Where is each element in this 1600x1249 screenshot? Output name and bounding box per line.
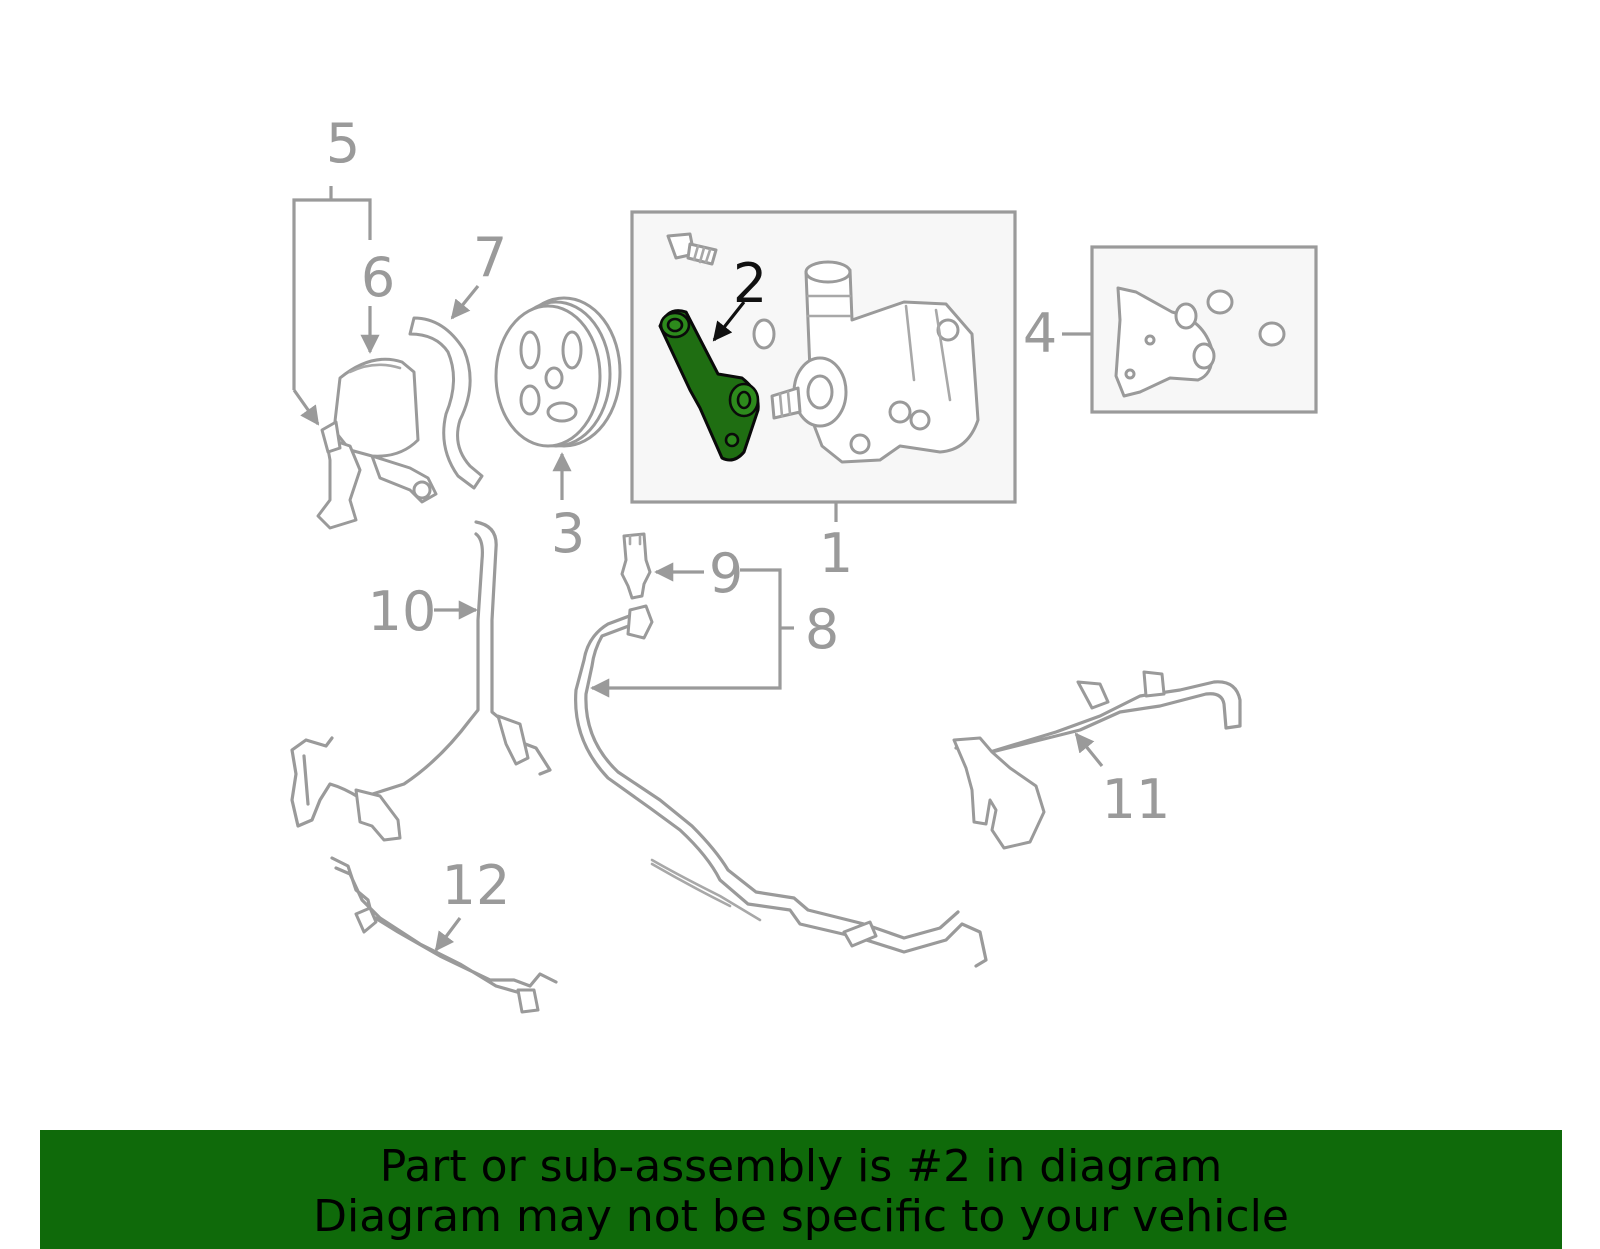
pressure-hose-part: [574, 604, 988, 968]
callout-5: 5: [326, 112, 360, 175]
callout-11: 11: [1102, 768, 1171, 831]
callout-6: 6: [361, 246, 395, 309]
callout-4: 4: [1023, 302, 1057, 365]
o-ring-part: [752, 318, 776, 350]
highlighted-fitting-part-2: [658, 309, 760, 462]
return-hose-part: [290, 520, 552, 842]
info-banner: Part or sub-assembly is #2 in diagram Di…: [40, 1130, 1562, 1249]
banner-line-1: Part or sub-assembly is #2 in diagram: [379, 1141, 1223, 1192]
pulley-part: [494, 296, 622, 448]
banner-line-2: Diagram may not be specific to your vehi…: [313, 1191, 1289, 1242]
callout-2: 2: [733, 252, 767, 315]
pressure-switch-part: [620, 532, 652, 600]
callout-9: 9: [709, 542, 743, 605]
hose-11-part: [952, 670, 1242, 850]
callout-1: 1: [819, 522, 853, 585]
bolt-part: [666, 232, 718, 266]
callout-3: 3: [551, 502, 585, 565]
tube-12-part: [330, 856, 558, 1014]
hose-7: [408, 316, 484, 490]
pump-body-part: [770, 260, 980, 464]
callout-10: 10: [368, 580, 437, 643]
callout-12: 12: [442, 854, 511, 917]
callout-7: 7: [473, 226, 507, 289]
bracket-part: [1114, 286, 1286, 398]
parts-diagram: 1 2 3 4 5 6 7 9 8 10 11 12: [290, 112, 1318, 1014]
reservoir-part: [316, 357, 438, 530]
callout-8: 8: [805, 598, 839, 661]
